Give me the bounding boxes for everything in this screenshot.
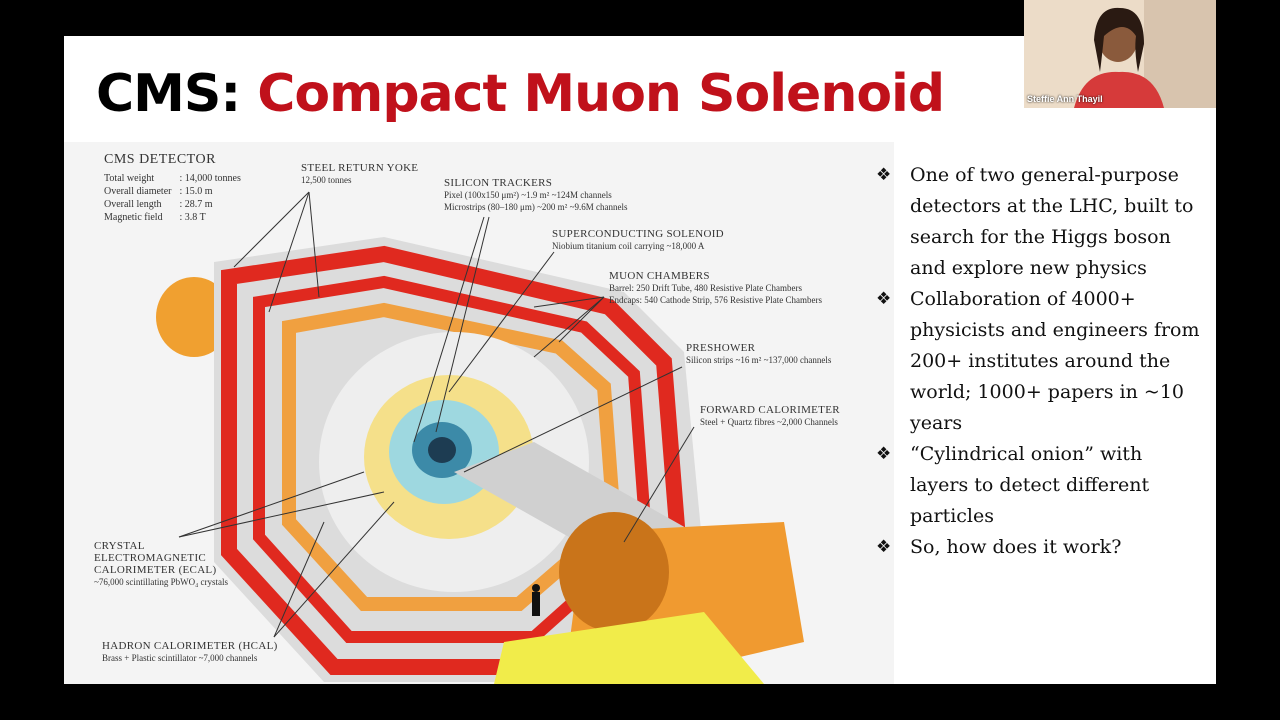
spec-row: Overall diameter : 15.0 m	[104, 185, 249, 198]
label-heading: CRYSTAL	[94, 540, 145, 552]
spec-heading: CMS DETECTOR	[104, 152, 216, 167]
spec-row: Overall length : 28.7 m	[104, 198, 249, 211]
label-detail: Barrel: 250 Drift Tube, 480 Resistive Pl…	[609, 283, 802, 293]
bullet-item: ❖ So, how does it work?	[876, 532, 1206, 563]
bullet-list: ❖ One of two general-purpose detectors a…	[876, 160, 1206, 563]
label-silicon-trackers: SILICON TRACKERS Pixel (100x150 μm²) ~1.…	[444, 177, 628, 213]
spec-row: Magnetic field : 3.8 T	[104, 211, 249, 224]
label-detail: 12,500 tonnes	[301, 175, 352, 185]
spec-key: Overall diameter	[104, 186, 172, 197]
spec-key: Overall length	[104, 199, 162, 210]
detector-spec-block: CMS DETECTOR Total weight : 14,000 tonnes…	[104, 152, 249, 224]
participant-video-icon	[1024, 0, 1216, 108]
spec-value: : 3.8 T	[179, 212, 206, 223]
diamond-bullet-icon: ❖	[876, 165, 892, 185]
label-heading: FORWARD CALORIMETER	[700, 404, 840, 416]
label-heading: STEEL RETURN YOKE	[301, 162, 419, 174]
spec-value: : 28.7 m	[179, 199, 213, 210]
bullet-item: ❖ One of two general-purpose detectors a…	[876, 160, 1206, 284]
label-heading: HADRON CALORIMETER (HCAL)	[102, 640, 278, 652]
label-hcal: HADRON CALORIMETER (HCAL) Brass + Plasti…	[102, 640, 278, 664]
label-heading: SILICON TRACKERS	[444, 177, 553, 189]
label-detail: ~76,000 scintillating PbWO₄ crystals	[94, 577, 228, 587]
bullet-item: ❖ Collaboration of 4000+ physicists and …	[876, 284, 1206, 439]
bullet-text: One of two general-purpose detectors at …	[910, 164, 1194, 279]
bullet-text: “Cylindrical onion” with layers to detec…	[910, 443, 1150, 527]
cms-detector-diagram: CMS DETECTOR Total weight : 14,000 tonnes…	[64, 142, 894, 684]
label-forward-calorimeter: FORWARD CALORIMETER Steel + Quartz fibre…	[700, 404, 840, 428]
spec-value: : 15.0 m	[179, 186, 213, 197]
detector-illustration	[156, 191, 804, 684]
label-heading: ELECTROMAGNETIC	[94, 552, 207, 564]
label-detail: Brass + Plastic scintillator ~7,000 chan…	[102, 653, 258, 663]
spec-table: Total weight : 14,000 tonnes Overall diam…	[104, 172, 249, 224]
label-heading: MUON CHAMBERS	[609, 270, 710, 282]
label-detail: Silicon strips ~16 m² ~137,000 channels	[686, 355, 832, 365]
label-detail: Pixel (100x150 μm²) ~1.9 m² ~124M channe…	[444, 190, 612, 200]
bullet-item: ❖ “Cylindrical onion” with layers to det…	[876, 439, 1206, 532]
label-preshower: PRESHOWER Silicon strips ~16 m² ~137,000…	[686, 342, 831, 366]
title-prefix: CMS:	[96, 64, 241, 124]
label-detail: Niobium titanium coil carrying ~18,000 A	[552, 241, 705, 251]
slide-title: CMS: Compact Muon Solenoid	[96, 64, 945, 124]
spec-key: Total weight	[104, 173, 155, 184]
bullet-text: So, how does it work?	[910, 536, 1122, 558]
label-muon-chambers: MUON CHAMBERS Barrel: 250 Drift Tube, 48…	[609, 270, 822, 306]
label-heading: SUPERCONDUCTING SOLENOID	[552, 228, 724, 240]
spec-row: Total weight : 14,000 tonnes	[104, 172, 249, 185]
label-heading: PRESHOWER	[686, 342, 756, 354]
diamond-bullet-icon: ❖	[876, 289, 892, 309]
label-ecal: CRYSTAL ELECTROMAGNETIC CALORIMETER (ECA…	[94, 540, 228, 588]
label-detail: Microstrips (80–180 μm) ~200 m² ~9.6M ch…	[444, 202, 628, 212]
label-detail: Steel + Quartz fibres ~2,000 Channels	[700, 417, 838, 427]
label-steel-return-yoke: STEEL RETURN YOKE 12,500 tonnes	[301, 162, 418, 186]
label-superconducting-solenoid: SUPERCONDUCTING SOLENOID Niobium titaniu…	[552, 228, 724, 252]
label-detail: Endcaps: 540 Cathode Strip, 576 Resistiv…	[609, 295, 822, 305]
spec-key: Magnetic field	[104, 212, 163, 223]
webcam-video-tile[interactable]: Steffie Ann Thayil	[1024, 0, 1216, 108]
bullet-text: Collaboration of 4000+ physicists and en…	[910, 288, 1200, 434]
spec-value: : 14,000 tonnes	[179, 173, 241, 184]
participant-name: Steffie Ann Thayil	[1027, 94, 1103, 104]
diamond-bullet-icon: ❖	[876, 537, 892, 557]
diamond-bullet-icon: ❖	[876, 444, 892, 464]
label-heading: CALORIMETER (ECAL)	[94, 564, 217, 576]
title-main: Compact Muon Solenoid	[257, 64, 945, 124]
presentation-slide: CMS: Compact Muon Solenoid	[64, 36, 1216, 684]
